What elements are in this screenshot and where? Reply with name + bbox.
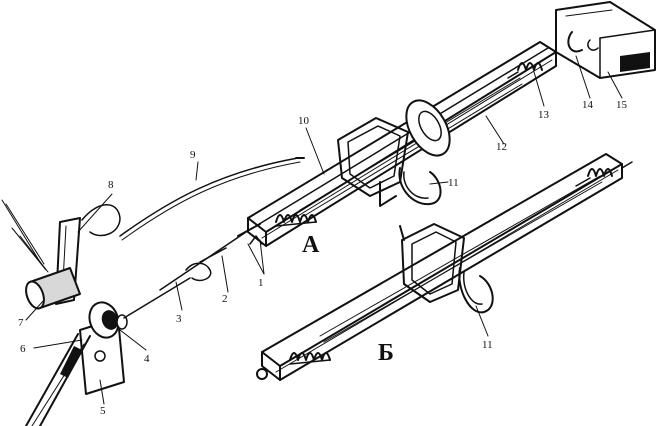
chain-link <box>185 247 227 282</box>
callout-10: 10 <box>298 115 310 127</box>
callout-5: 5 <box>100 405 106 417</box>
spring-a-left <box>275 214 317 227</box>
spring-b-right <box>575 168 613 187</box>
spring-b-left <box>289 352 331 365</box>
cable-9 <box>119 157 305 241</box>
callouts: 1 2 3 4 5 6 7 8 9 10 11 11 12 13 14 15 <box>18 99 628 417</box>
ring-loop-a <box>398 167 442 206</box>
assembly-b <box>256 153 633 381</box>
cylinder-7 <box>25 267 81 310</box>
callout-11-a: 11 <box>448 177 459 189</box>
lever-assembly <box>1 199 191 426</box>
disc-collar-a <box>405 99 451 157</box>
rod-2 <box>159 223 263 291</box>
end-bolt-b <box>256 161 633 380</box>
callout-13: 13 <box>538 109 550 121</box>
callout-2: 2 <box>222 293 228 305</box>
callout-9: 9 <box>190 149 196 161</box>
callout-7: 7 <box>18 317 24 329</box>
callout-8: 8 <box>108 179 114 191</box>
hook-14 <box>567 31 599 53</box>
shaft-6 <box>25 333 91 426</box>
assembly-a <box>159 1 656 291</box>
leader-lines <box>25 55 623 405</box>
callout-15: 15 <box>616 99 628 111</box>
channel-rail-b <box>261 153 623 381</box>
callout-1: 1 <box>258 277 264 289</box>
callout-3: 3 <box>176 313 182 325</box>
label-assembly-b: Б <box>378 340 394 366</box>
callout-4: 4 <box>144 353 150 365</box>
callout-6: 6 <box>20 343 26 355</box>
pivot-4 <box>88 301 128 339</box>
callout-14: 14 <box>582 99 594 111</box>
channel-rail-a <box>247 41 557 247</box>
label-assembly-a: А <box>302 232 320 258</box>
ring-loop-b <box>458 267 494 314</box>
end-box <box>555 1 656 79</box>
callout-11-b: 11 <box>482 339 493 351</box>
callout-12: 12 <box>496 141 507 153</box>
clamp-frame-b <box>399 223 465 303</box>
spring-a-right <box>507 62 543 79</box>
